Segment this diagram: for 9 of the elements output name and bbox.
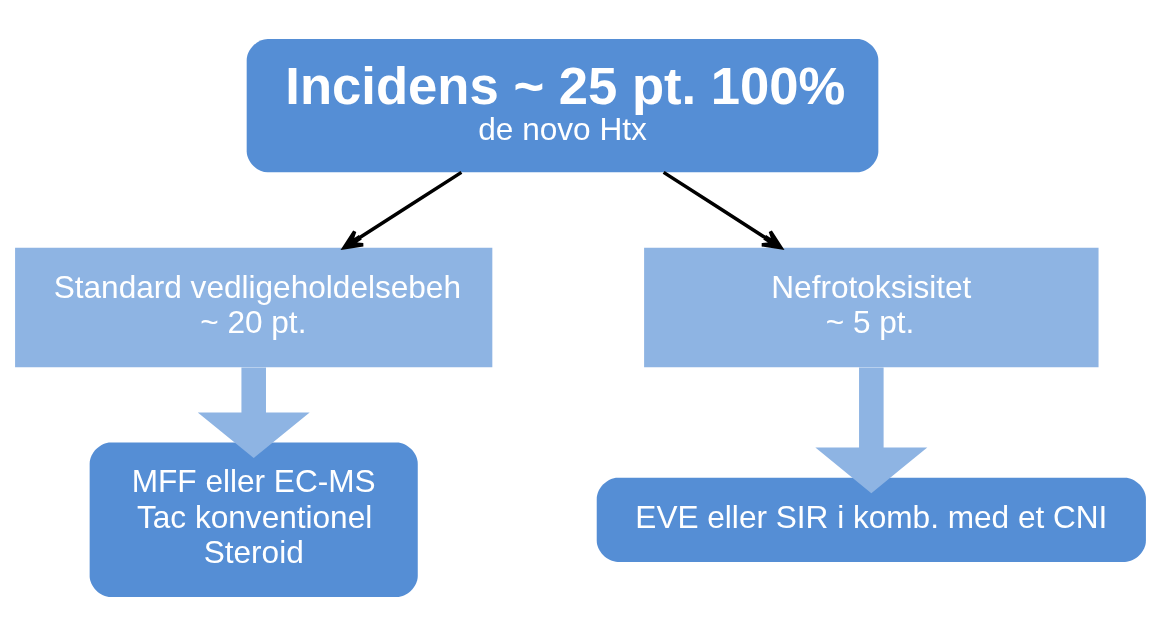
- node-box: EVE eller SIR i komb. med et CNI: [596, 477, 1146, 562]
- arrow: [815, 367, 928, 494]
- node-box: MFF eller EC-MS Tac konventionel Steroid: [89, 442, 418, 597]
- arrow: [342, 170, 463, 250]
- node-box: Standard vedligeholdelsebeh ~ 20 pt.: [15, 247, 493, 368]
- arrow: [662, 170, 783, 250]
- arrow: [197, 367, 310, 459]
- node-box: Incidens ~ 25 pt. 100% de novo Htx: [246, 39, 879, 173]
- node-box: Nefrotoksisitet ~ 5 pt.: [644, 247, 1099, 368]
